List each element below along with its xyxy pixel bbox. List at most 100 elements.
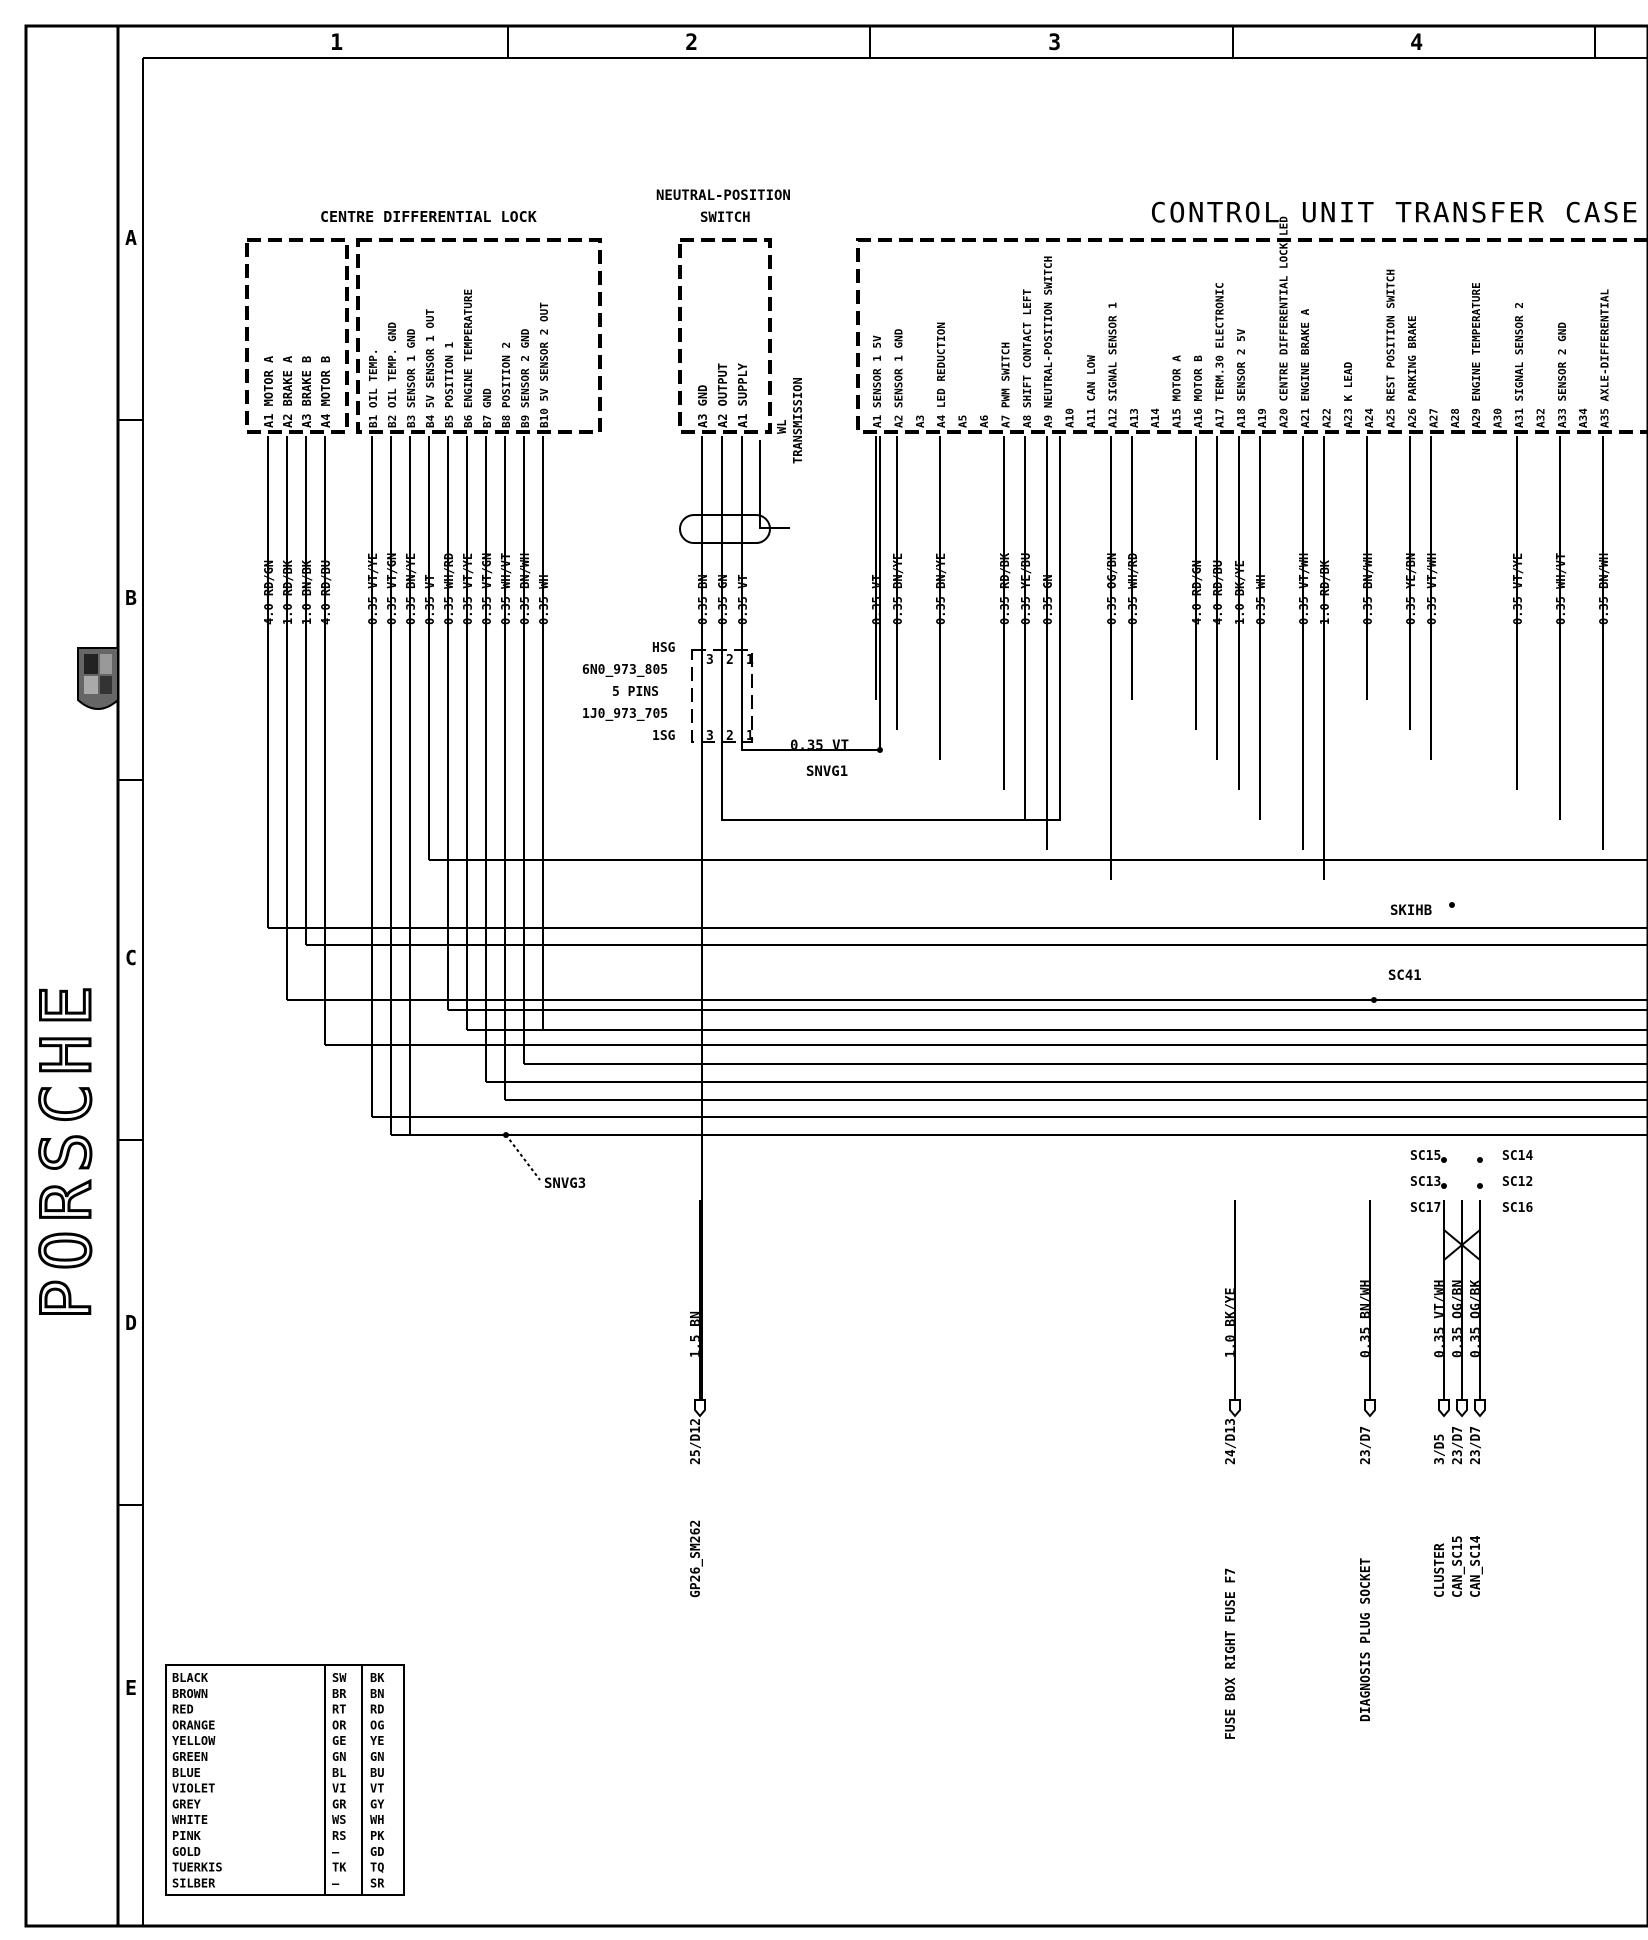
cu-pin-label: A26 PARKING BRAKE	[1406, 315, 1419, 428]
legend-german-code: GN	[332, 1750, 346, 1764]
splice-sc17: SC17	[1410, 1201, 1441, 1216]
cu-pin-label: A4 LED REDUCTION	[935, 322, 948, 428]
cu-pin-label: A25 REST POSITION SWITCH	[1385, 269, 1398, 428]
row-label-d: D	[125, 1311, 137, 1335]
legend-german-code: GR	[332, 1797, 347, 1811]
terminal-end-icon	[1474, 1399, 1486, 1418]
connector-number-1b: 1	[746, 729, 754, 744]
cu-pin-label: A28	[1449, 408, 1462, 428]
legend-english-code: YE	[370, 1734, 384, 1748]
splice-snvg1: SNVG1	[806, 764, 848, 780]
cdl-pin-b-label: B6 ENGINE TEMPERATURE	[462, 289, 475, 428]
legend-color-name: BROWN	[172, 1687, 208, 1701]
legend-english-code: TQ	[370, 1861, 384, 1875]
ns-pin-label: A2 OUTPUT	[716, 363, 730, 428]
snvg3-splice-dot	[503, 1132, 509, 1138]
neutral-switch-title-1: NEUTRAL-POSITION	[656, 188, 791, 204]
splice-snvg3: SNVG3	[544, 1176, 586, 1192]
ref-24-d13: 24/D13	[1224, 1418, 1239, 1465]
legend-german-code: TK	[332, 1861, 347, 1875]
splice-sc14: SC14	[1502, 1149, 1533, 1164]
ref-3-d5: 3/D5	[1433, 1434, 1448, 1465]
cu-pin-label: A15 MOTOR A	[1171, 355, 1184, 428]
neutral-switch-box	[678, 238, 772, 434]
cu-pin-label: A23 K LEAD	[1342, 361, 1355, 428]
ref-23-d7-b: 23/D7	[1451, 1426, 1466, 1465]
cu-pin-label: A9 NEUTRAL-POSITION SWITCH	[1042, 256, 1055, 428]
cdl-pin-a-label: A4 MOTOR B	[319, 356, 333, 428]
legend-color-name: PINK	[172, 1829, 202, 1843]
legend-german-code: —	[332, 1876, 340, 1890]
ns-wire-output	[721, 436, 1061, 821]
legend-color-name: RED	[172, 1703, 194, 1717]
wl-tag: WL	[775, 420, 789, 434]
cu-pin-label: A12 SIGNAL SENSOR 1	[1106, 302, 1119, 428]
cdl-pin-b-label: B8 POSITION 2	[500, 342, 513, 428]
cu-pin-label: A10	[1064, 408, 1077, 428]
sc12-dot	[1477, 1183, 1483, 1189]
legend-english-code: GY	[370, 1797, 385, 1811]
centre-diff-lock-title: CENTRE DIFFERENTIAL LOCK	[320, 208, 537, 226]
cu-pin-label: A19	[1256, 408, 1269, 428]
legend-english-code: OG	[370, 1718, 384, 1732]
label-cluster: CLUSTER	[1433, 1543, 1448, 1598]
sc13-dot	[1441, 1183, 1447, 1189]
splice-sc41: SC41	[1388, 968, 1422, 984]
legend-color-name: SILBER	[172, 1876, 216, 1890]
column-label-2: 2	[685, 31, 698, 56]
snvg1-splice-dot	[877, 747, 883, 753]
splice-sc13: SC13	[1410, 1175, 1441, 1190]
legend-color-name: TUERKIS	[172, 1861, 223, 1875]
terminal-end-icon	[1456, 1399, 1468, 1418]
ref-25-d12: 25/D12	[689, 1418, 704, 1465]
cu-pin-label: A11 CAN LOW	[1085, 355, 1098, 428]
cu-pin-label: A5	[957, 415, 970, 428]
cu-pin-label: A6	[978, 414, 991, 428]
connector-part2: 1J0_973_705	[582, 707, 668, 722]
wire-1-0-bkye: 1.0 BK/YE	[1224, 1288, 1239, 1358]
legend-german-code: OR	[332, 1718, 347, 1732]
row-label-b: B	[125, 586, 137, 610]
wire-harness	[267, 436, 1648, 1418]
ns-pin-label: A1 SUPPLY	[736, 362, 750, 428]
sc41-dot	[1371, 997, 1377, 1003]
label-gp26: GP26_SM262	[689, 1520, 704, 1598]
cu-pin-label: A34	[1577, 408, 1590, 428]
cu-pin-label: A13	[1128, 408, 1141, 428]
connector-pin-count: 5 PINS	[612, 685, 659, 700]
sc14-dot	[1477, 1157, 1483, 1163]
legend-german-code: RS	[332, 1829, 346, 1843]
legend-color-name: BLACK	[172, 1671, 209, 1685]
legend-english-code: BN	[370, 1687, 384, 1701]
neutral-switch-title-2: SWITCH	[700, 210, 751, 226]
control-unit-box	[856, 238, 1648, 434]
legend-english-code: BU	[370, 1766, 384, 1780]
connector-number-3b: 3	[706, 729, 714, 744]
legend-german-code: SW	[332, 1671, 347, 1685]
column-label-3: 3	[1048, 31, 1061, 56]
connector-wire-label: 0.35 VT	[790, 738, 849, 754]
connector-number-2b: 2	[726, 729, 734, 744]
legend-color-name: GREY	[172, 1797, 202, 1811]
cu-pin-label: A32	[1534, 408, 1547, 428]
cu-pin-label: A30	[1492, 408, 1505, 428]
row-label-e: E	[125, 1676, 137, 1700]
cu-pin-label: A7 PWM SWITCH	[999, 342, 1012, 428]
legend-english-code: GD	[370, 1845, 384, 1859]
legend-border	[165, 1664, 405, 1896]
label-diagnosis: DIAGNOSIS PLUG SOCKET	[1359, 1557, 1374, 1722]
cu-pin-label: A22	[1320, 408, 1333, 428]
wire-ogbk: 0.35 OG/BK	[1469, 1280, 1484, 1358]
wire-ogbn: 0.35 OG/BN	[1451, 1280, 1466, 1358]
cu-pin-label: A1 SENSOR 1 5V	[871, 335, 884, 428]
transmission-leader	[759, 440, 790, 529]
cdl-pin-a-label: A3 BRAKE B	[300, 356, 314, 428]
label-can-sc14: CAN_SC14	[1469, 1535, 1484, 1598]
cu-pin-label: A18 SENSOR 2 5V	[1235, 328, 1248, 428]
cdl-pin-b-label: B9 SENSOR 2 GND	[519, 328, 532, 428]
cu-pin-label: A29 ENGINE TEMPERATURE	[1470, 282, 1483, 428]
legend-color-name: GREEN	[172, 1750, 208, 1764]
column-label-4: 4	[1410, 31, 1423, 56]
label-can-sc15: CAN_SC15	[1451, 1535, 1466, 1598]
